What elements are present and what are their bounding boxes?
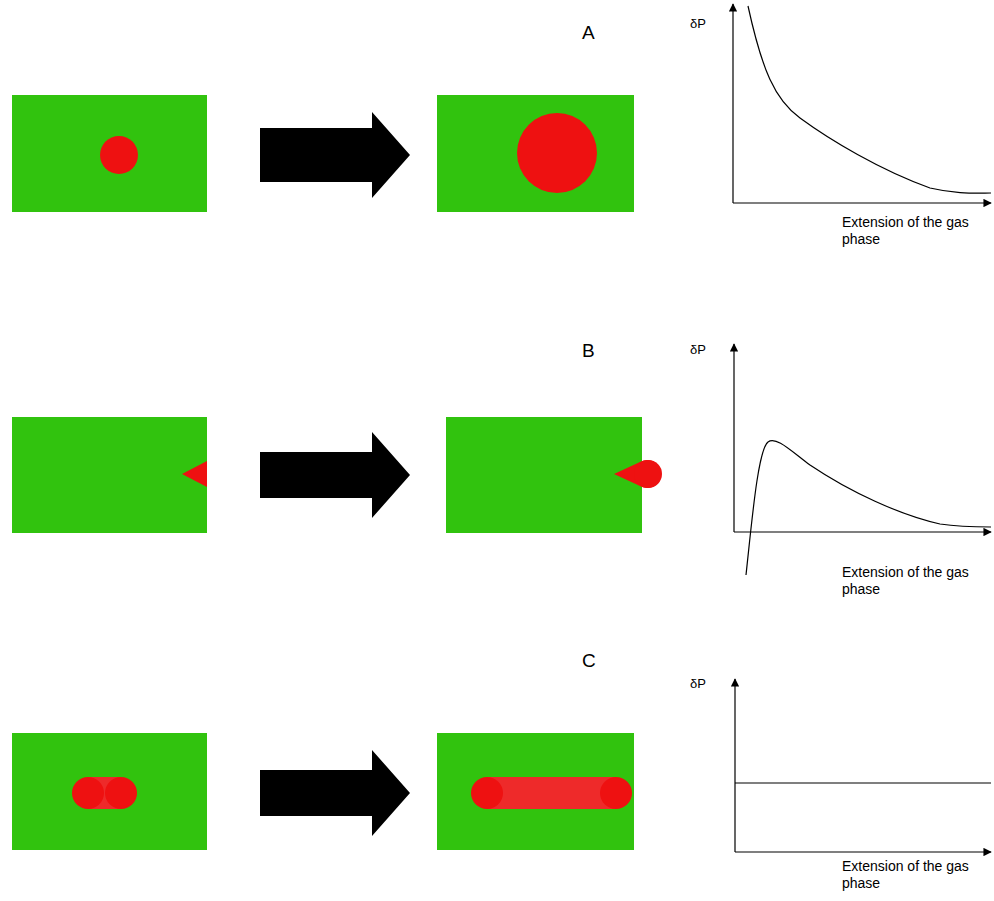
axis-label: Extension of the gas phase [842,564,990,598]
row-letter: A [582,22,595,45]
liquid-block [12,417,207,533]
liquid-block [12,733,207,850]
gas-end [72,777,104,809]
pressure-curve [735,782,991,783]
axis-label: δP [690,16,706,32]
block-arrow [260,112,410,198]
y-axis [732,4,733,203]
gas-band [487,777,616,809]
gas-bubble [614,460,661,488]
block-arrow [260,750,410,836]
gas-bubble [517,113,597,193]
y-axis [733,344,734,532]
liquid-block [12,95,207,212]
gas-end [600,777,632,809]
row-letter: C [582,650,596,673]
gas-bubble [634,460,662,488]
gas-end [471,777,503,809]
y-axis [734,679,735,852]
x-axis [735,851,991,852]
liquid-block [437,733,634,850]
pressure-curve [746,441,991,575]
pressure-curve [748,6,991,193]
liquid-block [446,417,642,533]
block-arrow [260,432,410,518]
axis-label: Extension of the gas phase [842,214,990,248]
gas-end [105,777,137,809]
gas-nucleus [182,461,207,487]
liquid-block [437,95,634,212]
x-axis [733,202,991,203]
axis-label: Extension of the gas phase [842,858,990,892]
axis-label: δP [690,342,706,358]
row-letter: B [582,340,595,363]
x-axis [734,531,991,532]
gas-bubble [100,136,138,174]
axis-label: δP [690,676,706,692]
